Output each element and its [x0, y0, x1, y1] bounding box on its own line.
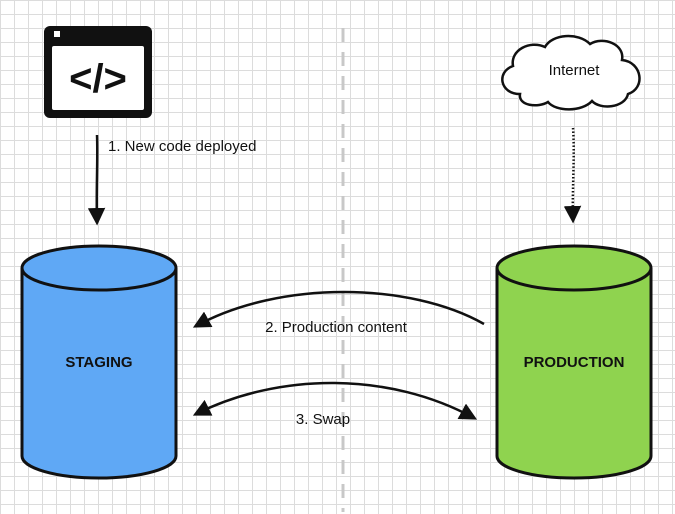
production-cylinder [495, 244, 653, 480]
swap-arrow [192, 381, 478, 420]
deploy-arrow [87, 134, 106, 226]
cloud-icon [501, 34, 641, 111]
staging-cylinder [20, 244, 178, 480]
staging-label: STAGING [65, 354, 132, 371]
traffic-arrow [563, 127, 582, 224]
step2-label: 2. Production content [265, 319, 408, 336]
internet-label: Internet [549, 62, 601, 79]
code-window-icon: </> [44, 26, 152, 118]
step3-label: 3. Swap [296, 411, 350, 428]
content-arrow [192, 290, 485, 328]
svg-text:</>: </> [69, 57, 127, 101]
step1-label: 1. New code deployed [108, 138, 256, 155]
production-label: PRODUCTION [524, 354, 625, 371]
